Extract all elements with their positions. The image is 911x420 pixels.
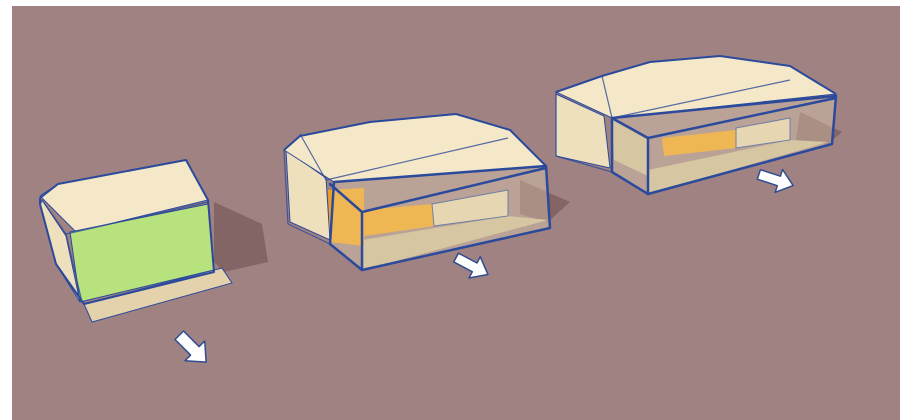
- section-view-illustration: [0, 0, 911, 420]
- illustration-frame: [0, 0, 911, 420]
